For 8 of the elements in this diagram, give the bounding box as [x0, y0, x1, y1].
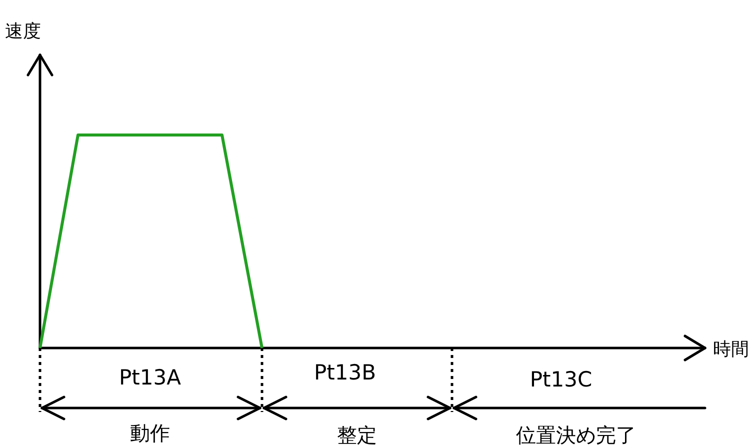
segment-label: Pt13B	[314, 362, 376, 384]
span-label: 位置決め完了	[516, 425, 636, 445]
axis-label: 時間	[713, 341, 749, 359]
axis-label: 速度	[5, 23, 41, 41]
segment-label: Pt13C	[530, 370, 592, 390]
span-label: 動作	[130, 423, 170, 443]
span-label: 整定	[337, 425, 377, 445]
segment-label: Pt13A	[119, 368, 181, 388]
